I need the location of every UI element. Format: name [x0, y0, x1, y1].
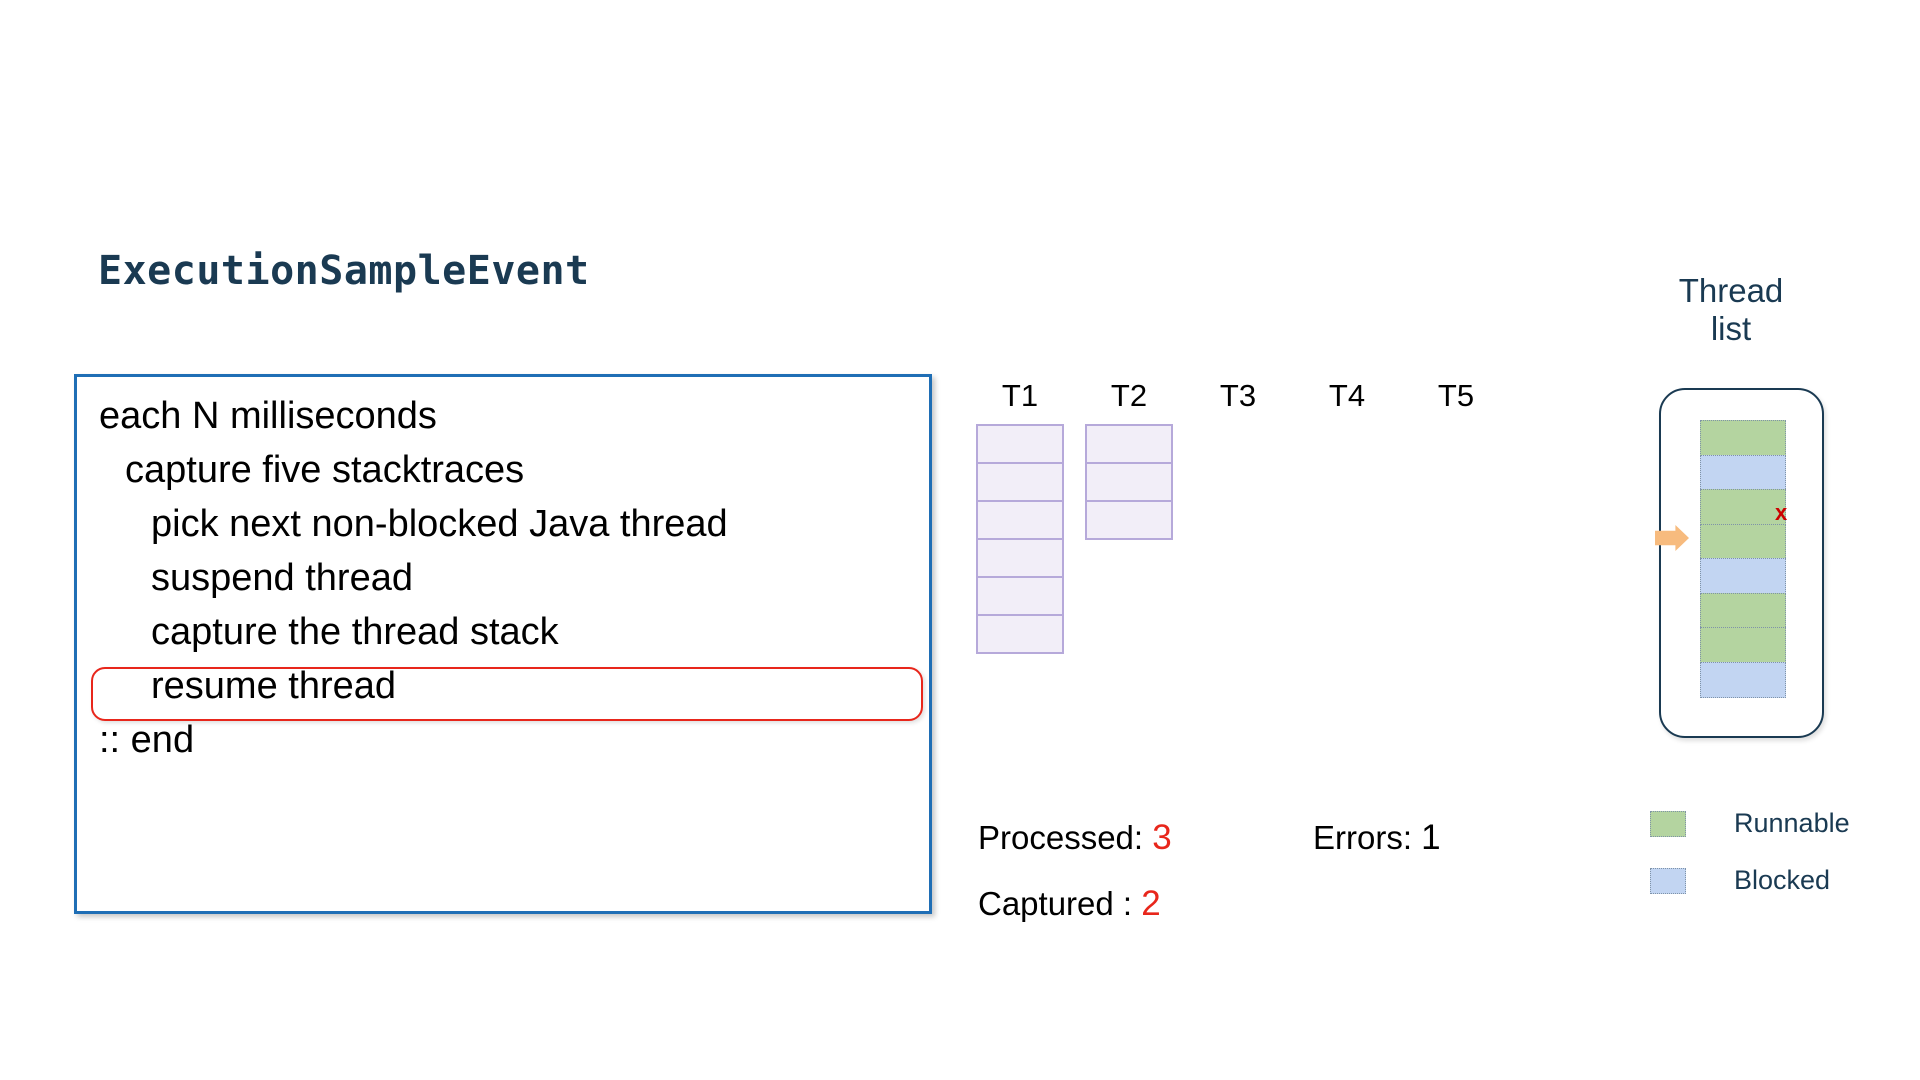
stack-cell: [976, 462, 1064, 502]
pseudocode-box: each N milliseconds capture five stacktr…: [74, 374, 932, 914]
processed-label: Processed:: [978, 819, 1144, 856]
stack-column-label-t4: T4: [1328, 378, 1366, 413]
stack-cell: [1085, 462, 1173, 502]
code-line-0: each N milliseconds: [99, 395, 437, 437]
highlighted-line-outline: [91, 667, 923, 721]
thread-list-title-line1: Thread: [1678, 272, 1784, 309]
stack-column-label-t5: T5: [1437, 378, 1475, 413]
blocked-swatch-icon: [1650, 867, 1686, 894]
legend-label-blocked: Blocked: [1734, 865, 1831, 895]
stack-cell: [976, 614, 1064, 654]
thread-list-item[interactable]: [1700, 420, 1786, 456]
code-line-5: resume thread: [151, 665, 397, 707]
thread-list-item[interactable]: [1700, 661, 1786, 698]
stack-column-label-t1: T1: [1001, 378, 1039, 413]
error-marker-x: x: [1775, 500, 1788, 525]
code-line-4: capture the thread stack: [151, 611, 559, 653]
processed-value: 3: [1152, 818, 1172, 857]
captured-label: Captured :: [978, 885, 1133, 922]
stack-column-t1: [976, 424, 1064, 654]
thread-list-item[interactable]: [1700, 523, 1786, 560]
captured-counter: Captured : 2: [978, 884, 1161, 924]
stack-cell: [1085, 424, 1173, 464]
page-title: ExecutionSampleEvent: [98, 248, 590, 294]
code-line-3: suspend thread: [151, 557, 413, 599]
stack-cell: [976, 500, 1064, 540]
errors-label: Errors:: [1313, 819, 1412, 856]
stack-cell: [976, 538, 1064, 578]
stack-column-label-t3: T3: [1219, 378, 1257, 413]
thread-list-title: Thread list: [1636, 272, 1826, 349]
legend-label-runnable: Runnable: [1734, 808, 1850, 838]
errors-value: 1: [1421, 818, 1441, 857]
thread-list-title-line2: list: [1710, 310, 1752, 348]
thread-list-item[interactable]: [1700, 627, 1786, 663]
legend-item-runnable: Runnable: [1650, 808, 1850, 839]
captured-value: 2: [1141, 884, 1161, 923]
code-line-6: :: end: [99, 719, 195, 761]
code-line-2: pick next non-blocked Java thread: [151, 503, 728, 545]
legend-item-blocked: Blocked: [1650, 865, 1830, 896]
errors-counter: Errors: 1: [1313, 818, 1441, 858]
stack-cell: [976, 424, 1064, 464]
code-line-1: capture five stacktraces: [125, 449, 525, 491]
processed-counter: Processed: 3: [978, 818, 1172, 858]
stack-cell: [1085, 500, 1173, 540]
thread-list-item[interactable]: [1700, 558, 1786, 594]
runnable-swatch-icon: [1650, 810, 1686, 837]
stack-column-t2: [1085, 424, 1173, 540]
stack-column-label-t2: T2: [1110, 378, 1148, 413]
thread-list-item[interactable]: [1700, 454, 1786, 491]
stack-cell: [976, 576, 1064, 616]
thread-list-item[interactable]: [1700, 489, 1786, 525]
thread-list-item[interactable]: [1700, 592, 1786, 629]
thread-list-cells: [1700, 420, 1786, 698]
